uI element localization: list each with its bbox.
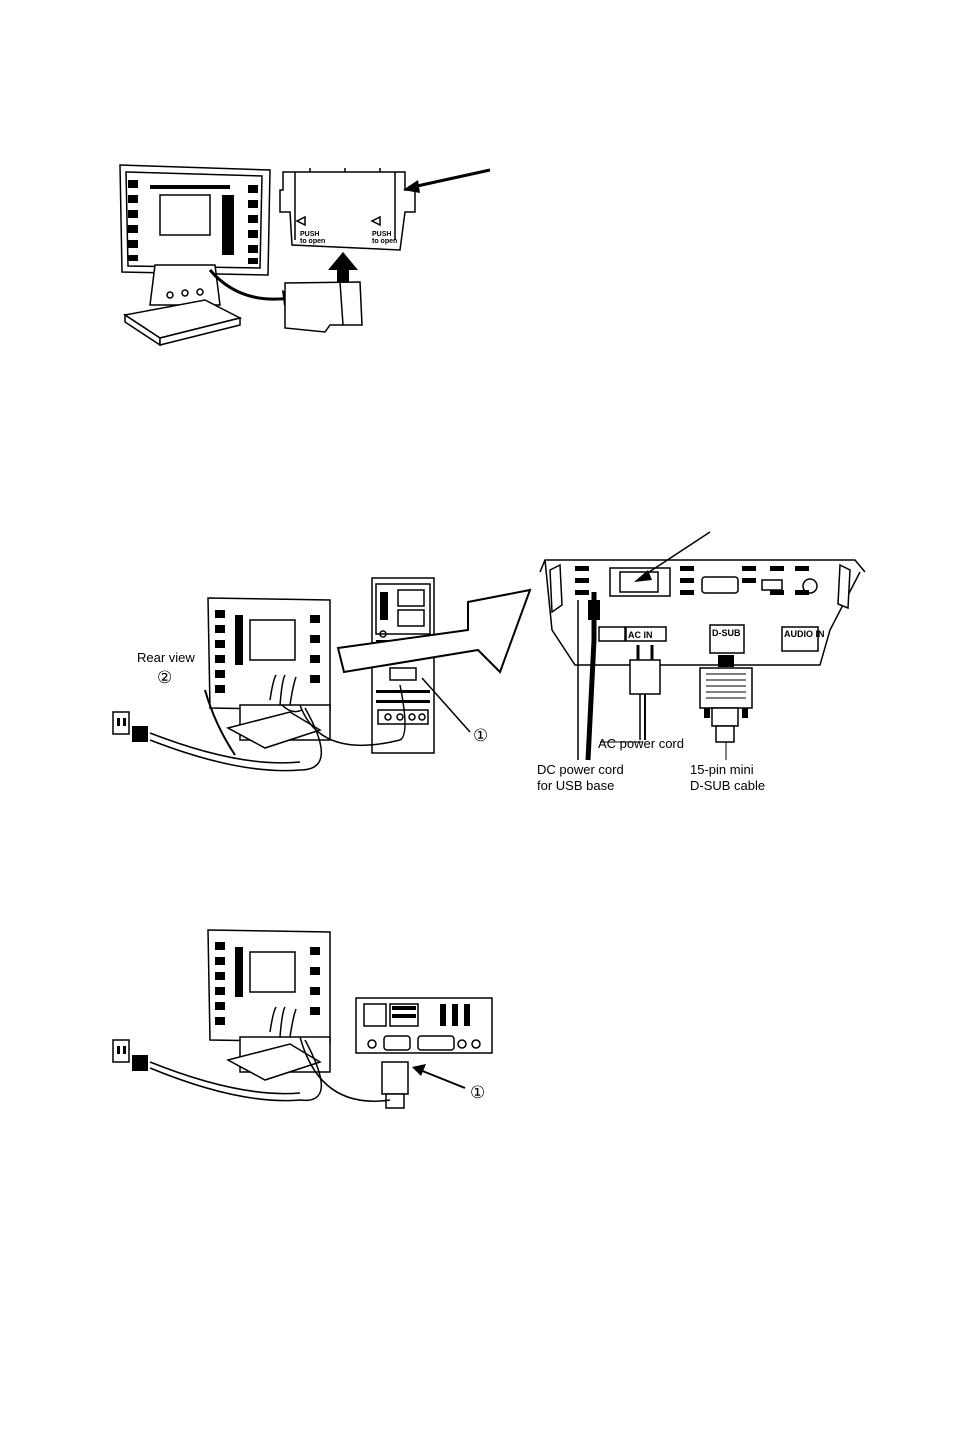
- ac-power-cord-label: AC power cord: [598, 736, 684, 751]
- figure-cable-connection: [113, 532, 865, 771]
- wall-outlet-icon: [113, 712, 148, 742]
- figure-cable-cover-removal: PUSH to open PUSH to open: [120, 165, 490, 345]
- callout-2: ②: [157, 668, 172, 688]
- port-label-ac-in: AC IN: [628, 630, 653, 640]
- callout-1-fig3: ①: [470, 1083, 485, 1103]
- callout-1: ①: [473, 726, 488, 746]
- figure-alternate-connection: [113, 930, 492, 1108]
- svg-text:to open: to open: [300, 238, 325, 245]
- cover-pointer-arrow: [408, 170, 490, 188]
- rear-view-label: Rear view: [137, 650, 195, 665]
- port-label-audio-in: AUDIO IN: [784, 629, 825, 639]
- ac-in-pointer-arrow: [640, 532, 710, 578]
- svg-text:to open: to open: [372, 238, 397, 245]
- up-arrow-icon: [328, 252, 358, 282]
- svg-text:PUSH: PUSH: [372, 231, 391, 238]
- ac-power-plug: [630, 645, 660, 740]
- cover-part-illustration: [285, 282, 362, 332]
- dc-power-cord-label-line2: for USB base: [537, 778, 614, 793]
- wall-outlet-icon-2: [113, 1040, 148, 1071]
- monitor-rear-illustration-1: [120, 165, 270, 345]
- dsub-cable-label-line2: D-SUB cable: [690, 778, 765, 793]
- dc-power-cord-label-line1: DC power cord: [537, 762, 624, 777]
- monitor-rear-illustration-3: [208, 930, 330, 1080]
- svg-text:PUSH: PUSH: [300, 231, 319, 238]
- port-label-dsub: D-SUB: [712, 628, 741, 638]
- dsub-connector: [700, 655, 752, 742]
- callout-1-arrow-2: [420, 1070, 465, 1088]
- dsub-cable-label-line1: 15-pin mini: [690, 762, 754, 777]
